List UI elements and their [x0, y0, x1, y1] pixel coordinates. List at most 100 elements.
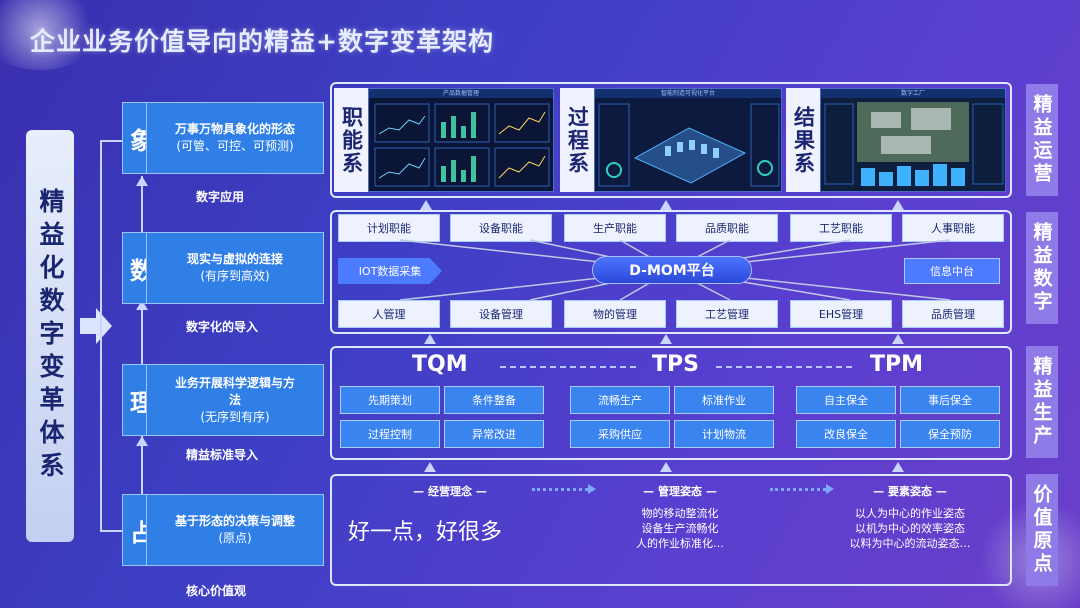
up-arrow-icon [660, 462, 672, 472]
dashboard-screenshot-3[interactable]: 数字工厂 [820, 88, 1006, 192]
level-box-xiang: 万事万物具象化的形态 (可管、可控、可预测) [146, 102, 324, 174]
management-item[interactable]: 人管理 [338, 300, 440, 328]
level-box-shu: 现实与虚拟的连接 (有序到高效) [146, 232, 324, 304]
up-arrow-icon [136, 436, 148, 446]
level-caption: 精益标准导入 [186, 448, 259, 462]
level-subtext: (可管、可控、可预测) [176, 139, 294, 153]
dashboard-label-text: 职能系 [339, 105, 364, 175]
right-arrow-icon [80, 308, 112, 344]
factory-3d-thumbnail [595, 98, 781, 191]
dotted-arrow [770, 488, 826, 491]
mgmt-line: 设备生产流畅化 [641, 522, 719, 535]
management-item[interactable]: 品质管理 [902, 300, 1004, 328]
right-label-jingyi-yunying: 精益运营 [1026, 84, 1058, 196]
system-item[interactable]: 保全预防 [900, 420, 1000, 448]
right-label-text: 精益运营 [1030, 94, 1053, 186]
connector-line [100, 530, 122, 532]
connector-line [100, 140, 122, 142]
right-label-jiazhi-yuandian: 价值原点 [1026, 474, 1058, 586]
screen-title: 产品数据管理 [369, 89, 553, 98]
system-item[interactable]: 条件整备 [444, 386, 544, 414]
up-arrow-icon [424, 462, 436, 472]
chart-thumbnail [374, 103, 550, 187]
dashed-arrow [500, 366, 636, 368]
dmom-platform[interactable]: D-MOM平台 [592, 256, 752, 284]
management-item[interactable]: 工艺管理 [676, 300, 778, 328]
management-item[interactable]: 物的管理 [564, 300, 666, 328]
system-item[interactable]: 采购供应 [570, 420, 670, 448]
management-item[interactable]: 设备管理 [450, 300, 552, 328]
left-system-title-text: 精益化数字变革体系 [36, 187, 65, 485]
function-item[interactable]: 计划职能 [338, 214, 440, 242]
arrow-head-icon [826, 484, 834, 494]
level-box-zhan: 基于形态的决策与调整 (原点) [146, 494, 324, 566]
up-arrow-icon [136, 300, 148, 310]
column-head: — 经营理念 — [413, 485, 487, 498]
system-item[interactable]: 先期策划 [340, 386, 440, 414]
right-label-text: 价值原点 [1030, 484, 1053, 576]
system-item[interactable]: 异常改进 [444, 420, 544, 448]
digital-panel [330, 210, 1012, 334]
up-arrow-icon [660, 334, 672, 344]
function-item[interactable]: 人事职能 [902, 214, 1004, 242]
function-item[interactable]: 工艺职能 [790, 214, 892, 242]
up-arrow-icon [892, 334, 904, 344]
right-label-jingyi-shengchan: 精益生产 [1026, 346, 1058, 458]
iot-data-collection: IOT数据采集 [338, 258, 442, 284]
mgmt-line: 人的作业标准化… [636, 537, 724, 550]
info-middle-platform: 信息中台 [904, 258, 1000, 284]
page-title: 企业业务价值导向的精益+数字变革架构 [30, 27, 494, 56]
level-caption: 核心价值观 [186, 584, 247, 598]
right-label-jingyi-shuzi: 精益数字 [1026, 212, 1058, 324]
system-item[interactable]: 过程控制 [340, 420, 440, 448]
system-tqm: TQM [412, 352, 468, 377]
up-arrow-icon [424, 334, 436, 344]
slogan: 好一点，好很多 [348, 520, 503, 545]
right-label-text: 精益生产 [1030, 356, 1053, 448]
up-arrow-icon [892, 200, 904, 210]
level-text: 万事万物具象化的形态 [175, 122, 296, 136]
up-arrow-icon [420, 200, 432, 210]
dotted-arrow [532, 488, 588, 491]
level-text: 现实与虚拟的连接 [186, 252, 283, 266]
function-item[interactable]: 品质职能 [676, 214, 778, 242]
management-item[interactable]: EHS管理 [790, 300, 892, 328]
element-line: 以机为中心的效率姿态 [855, 522, 965, 535]
level-text: 业务开展科学逻辑与方法 [174, 375, 295, 407]
aerial-map-thumbnail [821, 98, 1005, 191]
connector-line [100, 140, 102, 532]
lean-production-panel [330, 346, 1012, 460]
arrow-head-icon [588, 484, 596, 494]
column-head: — 管理姿态 — [643, 485, 717, 498]
system-item[interactable]: 计划物流 [674, 420, 774, 448]
system-item[interactable]: 流畅生产 [570, 386, 670, 414]
right-label-text: 精益数字 [1030, 222, 1053, 314]
screen-title: 智能制造可视化平台 [595, 89, 781, 98]
up-arrow-icon [892, 462, 904, 472]
system-item[interactable]: 改良保全 [796, 420, 896, 448]
value-origin-panel [330, 474, 1012, 586]
system-item[interactable]: 标准作业 [674, 386, 774, 414]
dashboard-label: 职能系 [334, 88, 368, 192]
function-item[interactable]: 生产职能 [564, 214, 666, 242]
up-arrow-icon [660, 200, 672, 210]
connector-line [141, 176, 143, 494]
dashboard-screenshot-1[interactable]: 产品数据管理 [368, 88, 554, 192]
system-item[interactable]: 事后保全 [900, 386, 1000, 414]
level-text: 基于形态的决策与调整 [174, 514, 295, 528]
level-subtext: (有序到高效) [200, 269, 270, 283]
system-item[interactable]: 自主保全 [796, 386, 896, 414]
level-subtext: (原点) [218, 531, 252, 545]
system-tpm: TPM [870, 352, 924, 377]
screen-title: 数字工厂 [821, 89, 1005, 98]
dashboard-screenshot-2[interactable]: 智能制造可视化平台 [594, 88, 782, 192]
level-caption: 数字应用 [196, 190, 245, 204]
dashboard-label-text: 结果系 [791, 105, 816, 175]
dashed-arrow [716, 366, 852, 368]
level-box-li: 业务开展科学逻辑与方法 (无序到有序) [146, 364, 324, 436]
system-tps: TPS [652, 352, 699, 377]
up-arrow-icon [136, 176, 148, 186]
function-item[interactable]: 设备职能 [450, 214, 552, 242]
element-line: 以人为中心的作业姿态 [855, 507, 965, 520]
dashboard-label-text: 过程系 [565, 105, 590, 175]
